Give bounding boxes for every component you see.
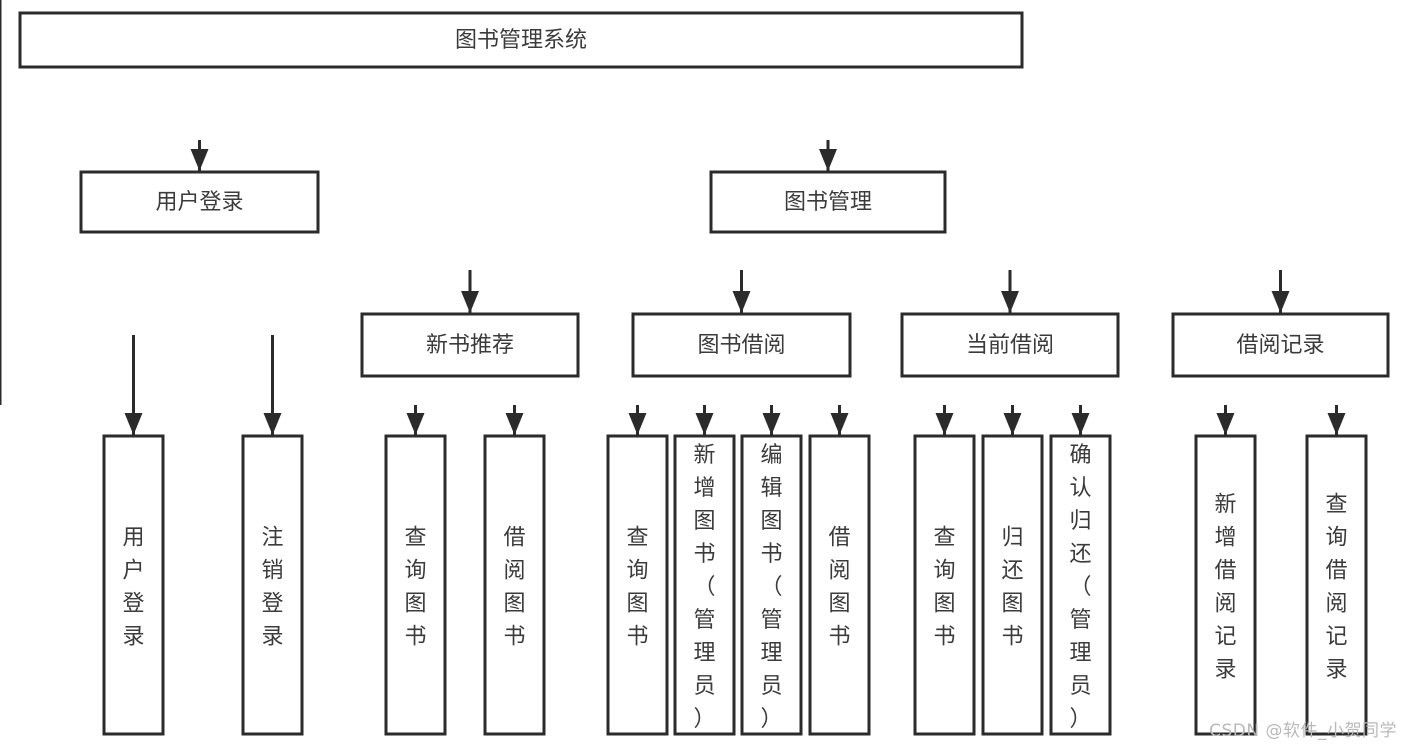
node-label-borrow-book-2: 借阅图书 [828, 526, 850, 650]
node-book-manage[interactable]: 图书管理 [709, 170, 947, 234]
node-label-book-borrow: 图书借阅 [697, 333, 785, 358]
node-box-query-borrow-record [1305, 434, 1368, 736]
arrowhead-icon-return-book [1003, 413, 1022, 435]
node-label-book-manage: 图书管理 [784, 190, 872, 215]
node-layer: 图书管理系统用户登录图书管理用户登录注销登录新书推荐查询图书借阅图书图书借阅查询… [18, 11, 1390, 736]
node-root[interactable]: 图书管理系统 [18, 11, 1024, 69]
node-add-borrow-record[interactable]: 新增借阅记录 [1194, 434, 1257, 736]
arrowhead-icon-edit-book-admin [762, 413, 781, 435]
node-box-borrow-record [1171, 312, 1390, 378]
node-label-user-login: 用户登录 [155, 190, 243, 215]
node-current-borrow[interactable]: 当前借阅 [900, 312, 1120, 378]
node-box-root [18, 11, 1024, 69]
node-query-book-1[interactable]: 查询图书 [384, 434, 447, 736]
node-label-query-book-3: 查询图书 [933, 526, 955, 650]
node-label-add-book-admin: 新增图书（管理员） [693, 443, 715, 732]
arrowhead-icon-borrow-record [1271, 291, 1290, 313]
arrowhead-icon-query-book-2 [628, 413, 647, 435]
arrowhead-icon-query-book-3 [935, 413, 954, 435]
arrowhead-icon-user-logout [263, 413, 282, 435]
node-box-edit-book-admin [740, 434, 803, 736]
node-book-borrow[interactable]: 图书借阅 [631, 312, 852, 378]
node-label-borrow-record: 借阅记录 [1236, 333, 1324, 358]
node-new-book-recommend[interactable]: 新书推荐 [360, 312, 580, 378]
node-box-add-book-admin [673, 434, 736, 736]
node-borrow-book-1[interactable]: 借阅图书 [483, 434, 546, 736]
node-edit-book-admin[interactable]: 编辑图书（管理员） [740, 434, 803, 736]
node-box-user-logout [241, 434, 304, 736]
node-box-return-book [981, 434, 1044, 736]
node-user-login[interactable]: 用户登录 [79, 170, 320, 234]
node-label-query-book-1: 查询图书 [404, 526, 426, 650]
node-label-edit-book-admin: 编辑图书（管理员） [760, 443, 782, 732]
node-label-confirm-return-admin: 确认归还（管理员） [1069, 443, 1091, 732]
node-box-query-book-3 [913, 434, 976, 736]
node-label-add-borrow-record: 新增借阅记录 [1214, 493, 1236, 683]
node-box-current-borrow [900, 312, 1120, 378]
arrowhead-icon-confirm-return-admin [1071, 413, 1090, 435]
node-user-logout[interactable]: 注销登录 [241, 434, 304, 736]
node-borrow-book-2[interactable]: 借阅图书 [808, 434, 871, 736]
arrowhead-icon-user-login [190, 149, 209, 171]
arrowhead-icon-add-book-admin [695, 413, 714, 435]
node-box-book-borrow [631, 312, 852, 378]
arrowhead-icon-borrow-book-1 [505, 413, 524, 435]
node-label-query-borrow-record: 查询借阅记录 [1325, 493, 1347, 683]
arrowhead-icon-current-borrow [1001, 291, 1019, 313]
node-query-borrow-record[interactable]: 查询借阅记录 [1305, 434, 1368, 736]
node-label-return-book: 归还图书 [1001, 526, 1023, 650]
node-box-book-manage [709, 170, 947, 234]
node-box-borrow-book-1 [483, 434, 546, 736]
node-box-confirm-return-admin [1049, 434, 1112, 736]
node-user-login-do[interactable]: 用户登录 [102, 434, 165, 736]
csdn-watermark: CSDN @软件_小贺同学 [1209, 721, 1397, 741]
arrowhead-icon-book-manage [819, 149, 837, 171]
node-label-current-borrow: 当前借阅 [966, 333, 1054, 358]
arrowhead-icon-query-book-1 [406, 413, 425, 435]
node-label-query-book-2: 查询图书 [626, 526, 648, 650]
node-confirm-return-admin[interactable]: 确认归还（管理员） [1049, 434, 1112, 736]
node-add-book-admin[interactable]: 新增图书（管理员） [673, 434, 736, 736]
arrowhead-icon-add-borrow-record [1216, 413, 1235, 435]
node-label-user-login-do: 用户登录 [122, 526, 144, 650]
arrowhead-icon-user-login-do [124, 413, 143, 435]
node-return-book[interactable]: 归还图书 [981, 434, 1044, 736]
node-box-borrow-book-2 [808, 434, 871, 736]
arrowhead-icon-query-borrow-record [1327, 413, 1346, 435]
node-borrow-record[interactable]: 借阅记录 [1171, 312, 1390, 378]
node-query-book-3[interactable]: 查询图书 [913, 434, 976, 736]
arrowhead-icon-new-book-recommend [461, 291, 479, 313]
node-label-root: 图书管理系统 [455, 28, 587, 53]
node-box-add-borrow-record [1194, 434, 1257, 736]
node-label-borrow-book-1: 借阅图书 [503, 526, 525, 650]
node-box-query-book-1 [384, 434, 447, 736]
node-query-book-2[interactable]: 查询图书 [606, 434, 669, 736]
node-label-user-logout: 注销登录 [261, 526, 283, 650]
node-box-user-login [79, 170, 320, 234]
node-box-query-book-2 [606, 434, 669, 736]
node-box-new-book-recommend [360, 312, 580, 378]
node-label-new-book-recommend: 新书推荐 [426, 333, 514, 358]
node-box-user-login-do [102, 434, 165, 736]
connector-layer [0, 0, 1346, 435]
arrowhead-icon-book-borrow [732, 291, 751, 313]
arrowhead-icon-borrow-book-2 [830, 413, 849, 435]
